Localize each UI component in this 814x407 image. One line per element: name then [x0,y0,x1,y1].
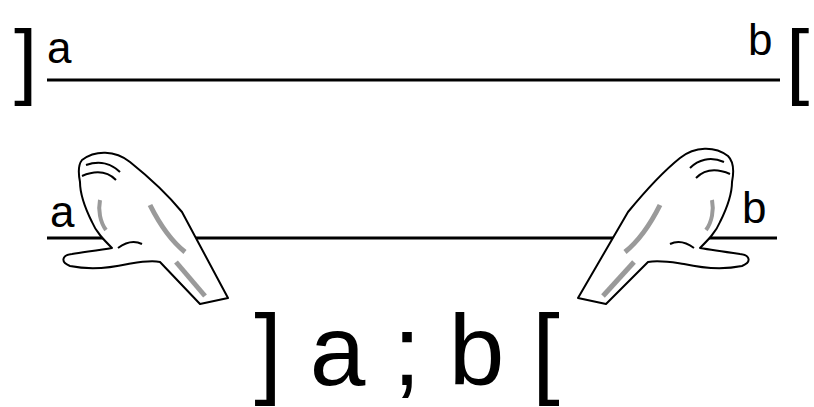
endpoint-label: a [47,26,71,70]
right-hand [578,149,749,304]
endpoint-label: a [50,190,74,234]
interval-notation: ] a ; b [ [254,300,560,400]
endpoint-label: b [748,18,772,62]
segment-line [180,237,625,240]
open-bracket: ] [14,18,37,102]
endpoint-label: b [742,186,766,230]
open-bracket: [ [786,18,809,102]
left-hand [63,153,228,304]
segment-line [47,79,780,82]
